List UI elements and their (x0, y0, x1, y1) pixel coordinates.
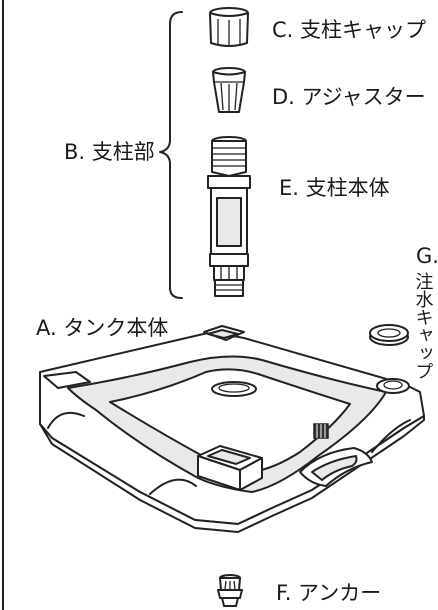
tank-body-part (39, 325, 425, 533)
pillar-section-label: B. 支柱部 (64, 140, 155, 164)
adjuster-label: D. アジャスター (272, 85, 426, 109)
fill-cap-label: 注水キャップ (412, 272, 434, 380)
anchor-label: F. アンカー (276, 581, 382, 605)
pillar-body-part (207, 136, 251, 297)
tank-body-label: A. タンク本体 (36, 316, 169, 340)
pillar-section-bracket (159, 11, 183, 299)
fill-cap-part (369, 324, 409, 346)
pillar-cap-part (209, 7, 249, 47)
anchor-part (217, 574, 243, 607)
pillar-body-label: E. 支柱本体 (279, 176, 390, 200)
fill-cap-letter: G. (416, 244, 438, 268)
adjuster-part (212, 67, 246, 113)
pillar-cap-label: C. 支柱キャップ (272, 18, 427, 42)
